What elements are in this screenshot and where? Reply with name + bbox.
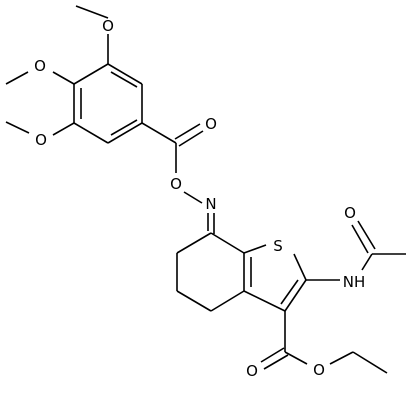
- atom-nh-amide: NH: [343, 273, 366, 291]
- atom-o-carbonyl-ester: O: [205, 115, 217, 133]
- atom-o-carbonyl-ethyl-ester: O: [246, 362, 258, 380]
- atom-labels: O O O O O N S O NH O O: [34, 17, 365, 380]
- atom-o-acetyl: O: [344, 204, 356, 222]
- bond-ring-a3-a4: [107, 122, 143, 144]
- atom-o-top-methoxy: O: [102, 17, 114, 35]
- bond-ring-a3-a4-double: [110, 119, 138, 136]
- bond-s-c2: [293, 253, 307, 281]
- bond-c5-c4: [176, 290, 212, 312]
- bond-otop-me: [75, 5, 109, 19]
- bond-c7-c6: [176, 232, 212, 254]
- bond-ring-a1-a2-double: [110, 71, 138, 88]
- atom-o-oxime: O: [170, 175, 182, 193]
- bond-opara-me: [5, 71, 29, 85]
- bond-cacyl-o-double-1: [351, 224, 369, 254]
- bond-c4-c3a: [210, 290, 245, 312]
- bonds: [5, 5, 406, 374]
- bond-a5-ometa: [52, 122, 75, 136]
- bond-c2-c3: [284, 279, 307, 312]
- bond-ooxime-noxime: [183, 191, 203, 204]
- bond-ccarbonyl-o-double-1: [174, 123, 201, 140]
- bond-c7a-c7: [210, 232, 245, 254]
- atom-o-para-methoxy: O: [34, 57, 46, 75]
- bond-cester-o-double-2: [263, 354, 289, 370]
- bond-nh-cacyl: [361, 253, 373, 271]
- bond-a3-ccarbonyl: [141, 122, 177, 144]
- bond-a6-opara: [52, 71, 75, 85]
- bond-cacyl-o-double-2: [357, 220, 376, 250]
- bond-ccarbonyl-o-double-2: [178, 130, 204, 147]
- atom-o-meta-methoxy: O: [35, 131, 47, 149]
- bond-c2-c3-double: [280, 279, 299, 305]
- bond-oethyl-ch2: [329, 351, 354, 365]
- bond-ring-a6-a1: [73, 63, 109, 85]
- bond-ometa-me: [5, 121, 30, 134]
- bond-ring-a4-a5: [73, 122, 109, 144]
- bond-cester-oethyl: [284, 351, 308, 365]
- bond-ch2-ch3: [352, 351, 388, 374]
- bond-cester-o-double-1: [260, 347, 285, 363]
- atom-n-oxime: N: [205, 195, 216, 213]
- atom-s-thiophene: S: [273, 237, 283, 255]
- atom-o-ethyl-ester: O: [313, 361, 325, 379]
- bond-c7a-s: [243, 244, 267, 254]
- bond-ring-a1-a2: [107, 63, 143, 85]
- bond-c3-c3a: [243, 290, 286, 312]
